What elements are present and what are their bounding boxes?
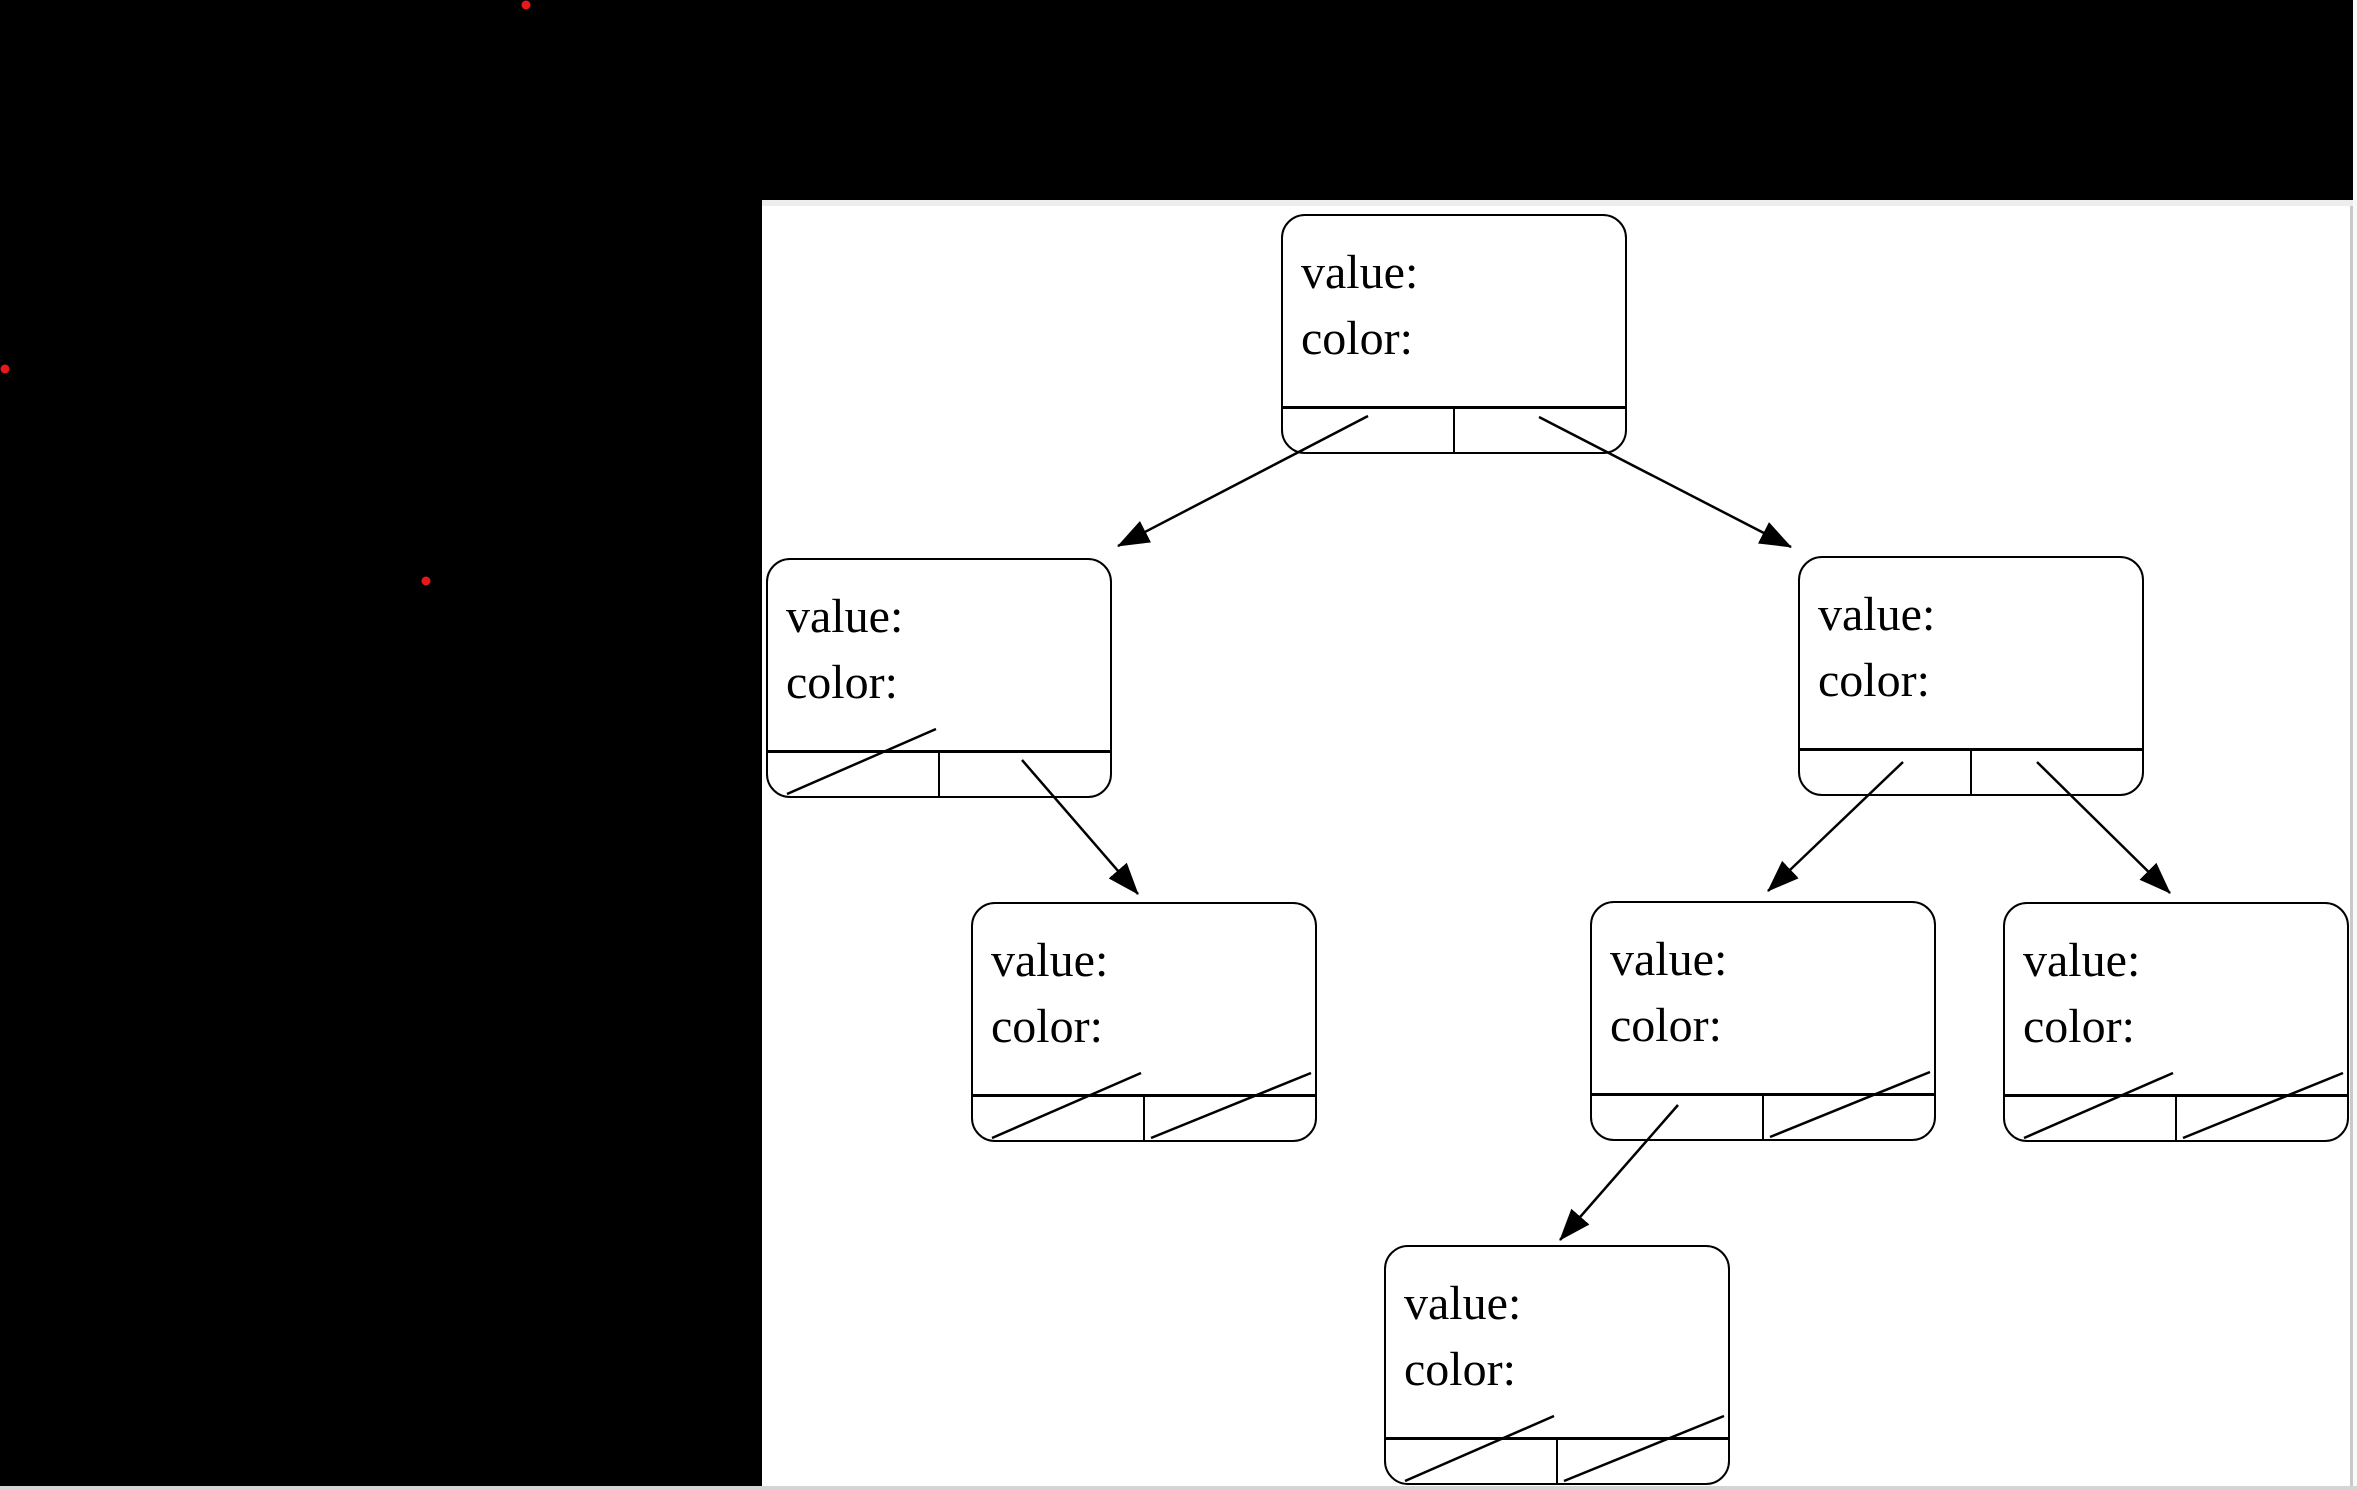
node-fields: value: color: — [1800, 558, 2142, 748]
right-pointer-cell — [1455, 409, 1625, 452]
right-pointer-cell — [1145, 1097, 1315, 1140]
screen-bottom-strip — [0, 1486, 2357, 1490]
left-pointer-cell — [1283, 409, 1455, 452]
left-pointer-cell — [1386, 1440, 1558, 1483]
tree-node-right-right-grand: value: color: — [2003, 902, 2349, 1142]
left-pointer-cell — [2005, 1097, 2177, 1140]
right-pointer-cell — [1764, 1096, 1934, 1139]
node-fields: value: color: — [768, 560, 1110, 750]
value-field-label: value: — [1818, 588, 1936, 641]
tree-node-root: value: color: — [1281, 214, 1627, 454]
color-field-label: color: — [2023, 1000, 2135, 1053]
value-field-label: value: — [1610, 933, 1728, 986]
laser-dot-1 — [521, 0, 531, 10]
color-field-label: color: — [1818, 654, 1930, 707]
pointer-cells — [768, 750, 1110, 796]
pointer-cells — [1283, 406, 1625, 452]
node-fields: value: color: — [1386, 1247, 1728, 1437]
screen-right-edge — [2353, 0, 2357, 1490]
pointer-cells — [1800, 748, 2142, 794]
pointer-cells — [1592, 1093, 1934, 1139]
color-field-label: color: — [1610, 999, 1722, 1052]
tree-node-left-child: value: color: — [766, 558, 1112, 798]
laser-dot-3 — [421, 576, 431, 586]
pointer-cells — [1386, 1437, 1728, 1483]
node-fields: value: color: — [973, 904, 1315, 1094]
left-pointer-cell — [1592, 1096, 1764, 1139]
pointer-cells — [973, 1094, 1315, 1140]
node-fields: value: color: — [1592, 903, 1934, 1093]
tree-node-left-right-grand: value: color: — [971, 902, 1317, 1142]
value-field-label: value: — [1404, 1277, 1522, 1330]
color-field-label: color: — [1404, 1343, 1516, 1396]
laser-dot-2 — [0, 364, 10, 374]
left-pointer-cell — [1800, 751, 1972, 794]
left-pointer-cell — [768, 753, 940, 796]
right-pointer-cell — [1558, 1440, 1728, 1483]
right-pointer-cell — [940, 753, 1110, 796]
color-field-label: color: — [786, 656, 898, 709]
tree-node-bottom-node: value: color: — [1384, 1245, 1730, 1485]
tree-node-right-left-grand: value: color: — [1590, 901, 1936, 1141]
value-field-label: value: — [2023, 934, 2141, 987]
color-field-label: color: — [991, 1000, 1103, 1053]
right-pointer-cell — [2177, 1097, 2347, 1140]
node-fields: value: color: — [1283, 216, 1625, 406]
value-field-label: value: — [1301, 246, 1419, 299]
node-fields: value: color: — [2005, 904, 2347, 1094]
color-field-label: color: — [1301, 312, 1413, 365]
pointer-cells — [2005, 1094, 2347, 1140]
value-field-label: value: — [786, 590, 904, 643]
left-pointer-cell — [973, 1097, 1145, 1140]
page-right-border — [2350, 206, 2353, 1486]
tree-node-right-child: value: color: — [1798, 556, 2144, 796]
value-field-label: value: — [991, 934, 1109, 987]
right-pointer-cell — [1972, 751, 2142, 794]
laser-pointer-dots — [0, 0, 531, 586]
